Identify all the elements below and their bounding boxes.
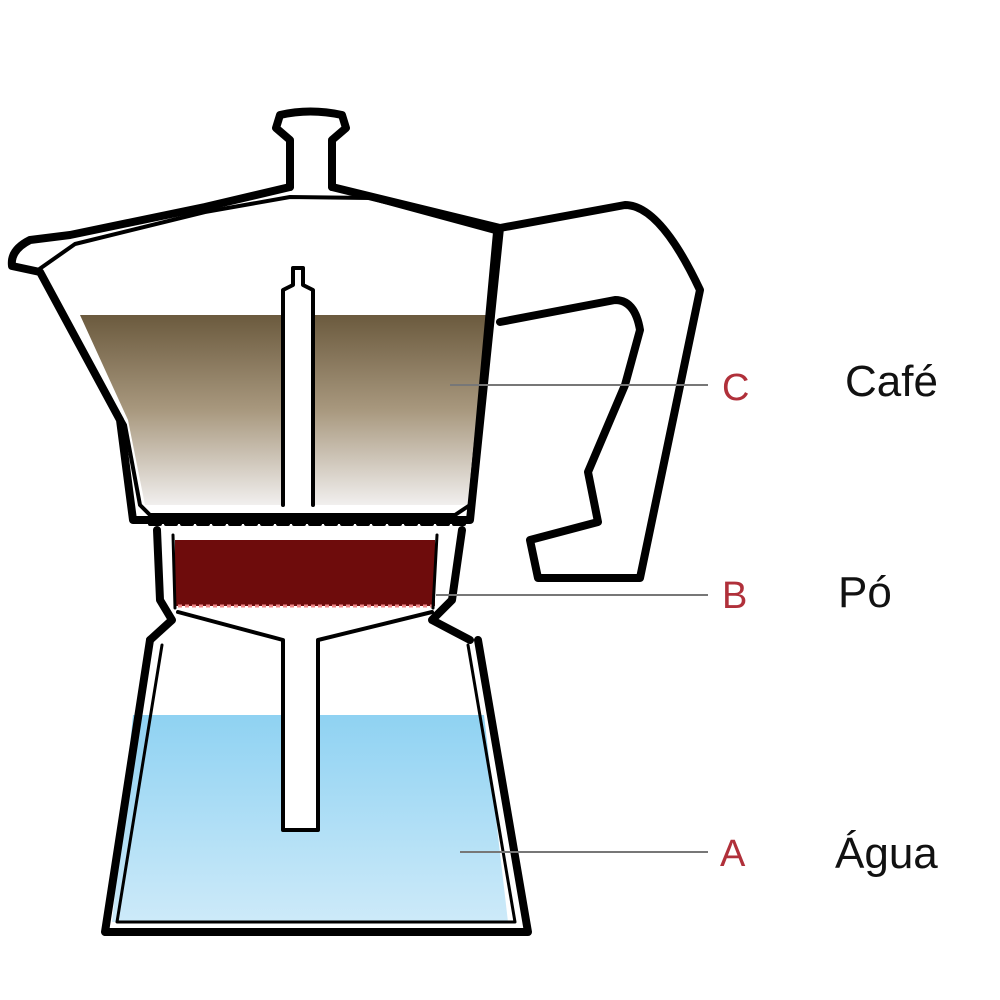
basket-walls	[171, 533, 439, 610]
label-agua: Água	[835, 829, 938, 878]
label-letter-b: B	[722, 575, 747, 617]
funnel	[176, 610, 434, 832]
middle-section-right	[428, 526, 474, 644]
label-po: Pó	[838, 568, 892, 617]
lid-knob	[272, 107, 350, 191]
coffee-grounds	[175, 540, 435, 606]
label-cafe: Café	[845, 357, 938, 406]
label-letter-a: A	[720, 833, 746, 875]
upper-chamber-outline	[7, 183, 704, 582]
lid-inner-line	[36, 195, 497, 517]
middle-section-left	[146, 526, 176, 644]
upper-tube	[281, 266, 315, 507]
bottom-chamber-inner	[115, 643, 517, 924]
label-letter-c: C	[722, 367, 749, 409]
bottom-chamber-outline	[101, 636, 532, 936]
